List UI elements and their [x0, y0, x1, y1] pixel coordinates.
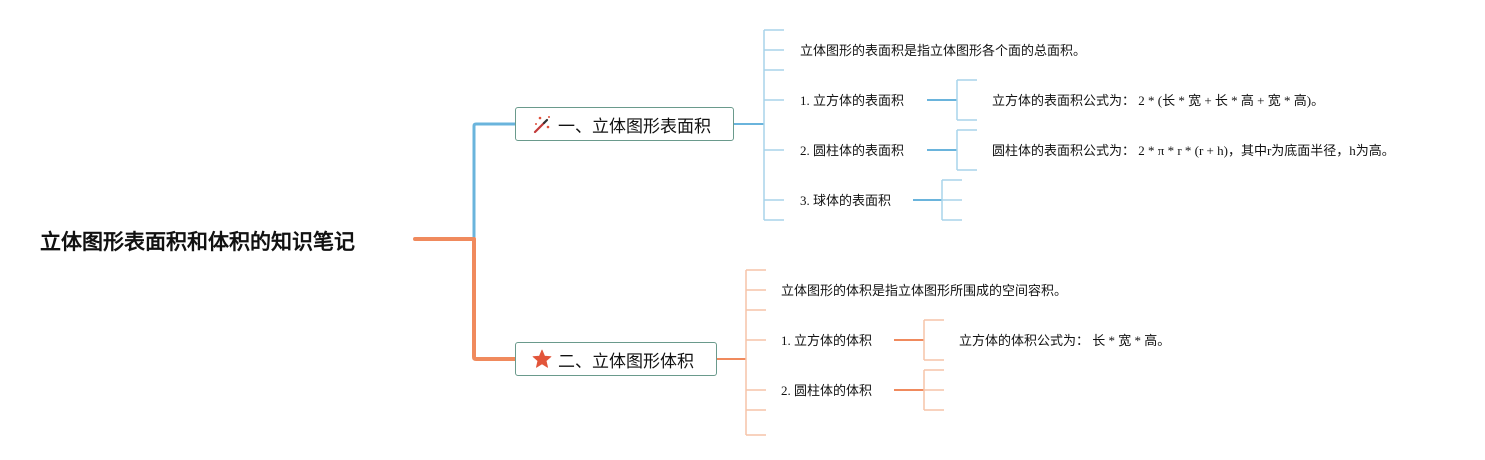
list-item[interactable]: 1. 立方体的表面积 [800, 93, 905, 108]
list-item[interactable]: 2. 圆柱体的体积 [781, 383, 873, 398]
star-icon [532, 349, 552, 369]
surface-branch-connectors [734, 29, 977, 221]
list-item[interactable]: 1. 立方体的体积 [781, 333, 873, 348]
list-item-detail[interactable]: 圆柱体的表面积公式为： 2 * π * r * (r + h)，其中r为底面半径… [992, 143, 1395, 158]
list-item-detail[interactable]: 立方体的体积公式为： 长 * 宽 * 高。 [959, 333, 1171, 348]
root-connectors [413, 122, 517, 361]
list-item[interactable]: 2. 圆柱体的表面积 [800, 143, 905, 158]
root-topic[interactable]: 立体图形表面积和体积的知识笔记 [40, 230, 355, 254]
list-item[interactable]: 立体图形的体积是指立体图形所围成的空间容积。 [781, 283, 1068, 298]
list-item[interactable]: 3. 球体的表面积 [800, 193, 892, 208]
list-item-detail[interactable]: 立方体的表面积公式为： 2 * (长 * 宽 + 长 * 高 + 宽 * 高)。 [992, 93, 1325, 108]
magic-wand-icon [532, 114, 552, 134]
branch-label: 二、立体图形体积 [558, 351, 694, 372]
branch-surface-area[interactable]: 一、立体图形表面积 [515, 107, 734, 141]
branch-label: 一、立体图形表面积 [558, 116, 711, 137]
branch-volume[interactable]: 二、立体图形体积 [515, 342, 717, 376]
volume-branch-connectors [717, 269, 944, 436]
list-item[interactable]: 立体图形的表面积是指立体图形各个面的总面积。 [800, 43, 1087, 58]
